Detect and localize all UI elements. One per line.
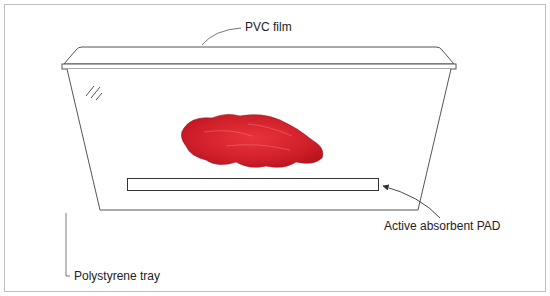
lid-rim <box>62 64 456 69</box>
leader-line <box>202 28 241 45</box>
meat-marbling <box>204 124 292 150</box>
meat-sample <box>181 114 322 167</box>
frame-border <box>5 5 546 292</box>
absorbent-pad <box>128 179 379 191</box>
leader-line <box>66 213 70 276</box>
pointer-arrow <box>383 186 440 218</box>
part-label: PVC film <box>245 20 292 34</box>
part-label: Polystyrene tray <box>74 269 160 283</box>
film-lid <box>64 47 454 64</box>
reflection-mark <box>96 93 102 100</box>
part-label: Active absorbent PAD <box>384 219 501 233</box>
reflection-mark <box>86 86 94 96</box>
